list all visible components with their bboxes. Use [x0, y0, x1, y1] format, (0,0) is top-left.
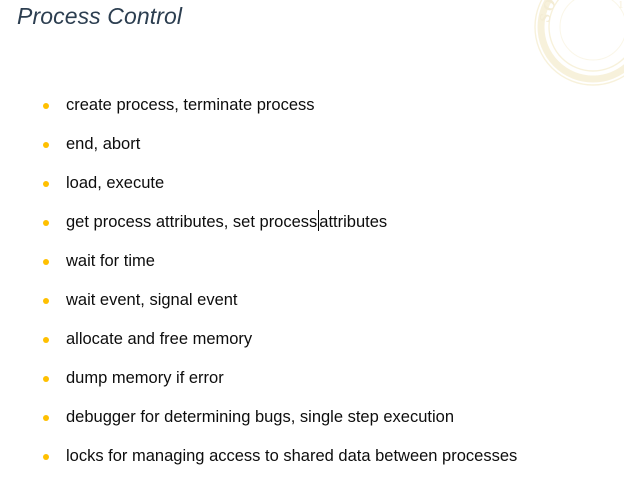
university-seal-watermark-icon: SOU 1: [532, 0, 624, 88]
list-item-label: dump memory if error: [66, 369, 224, 387]
list-item[interactable]: load, execute: [0, 164, 624, 203]
list-item[interactable]: debugger for determining bugs, single st…: [0, 398, 624, 437]
list-item-label: wait for time: [66, 252, 155, 270]
bullet-dot-icon: [43, 141, 49, 148]
svg-text:SOU: SOU: [537, 0, 569, 24]
bullet-dot-icon: [43, 297, 49, 304]
bullet-dot-icon: [43, 453, 49, 460]
list-item-label: locks for managing access to shared data…: [66, 447, 518, 465]
list-item[interactable]: create process, terminate process: [0, 86, 624, 125]
list-item-label-after-caret: attributes: [319, 213, 388, 231]
bullet-dot-icon: [43, 219, 49, 226]
list-item[interactable]: end, abort: [0, 125, 624, 164]
list-item-label: end, abort: [66, 135, 141, 153]
list-item-label: load, execute: [66, 174, 165, 192]
bullet-dot-icon: [43, 102, 49, 109]
list-item[interactable]: locks for managing access to shared data…: [0, 437, 624, 476]
list-item[interactable]: allocate and free memory: [0, 320, 624, 359]
bullet-dot-icon: [43, 180, 49, 187]
list-item-label: debugger for determining bugs, single st…: [66, 408, 454, 426]
list-item[interactable]: dump memory if error: [0, 359, 624, 398]
page-title: Process Control: [17, 3, 183, 29]
bullet-dot-icon: [43, 375, 49, 382]
bullet-dot-icon: [43, 336, 49, 343]
list-item-label: create process, terminate process: [66, 96, 315, 114]
list-item-label: wait event, signal event: [66, 291, 238, 309]
bullet-list[interactable]: create process, terminate process end, a…: [0, 86, 624, 476]
bullet-dot-icon: [43, 258, 49, 265]
text-insertion-caret: [317, 210, 319, 231]
list-item-label-before-caret: get process attributes, set process: [66, 213, 318, 231]
list-item-label: allocate and free memory: [66, 330, 253, 348]
list-item[interactable]: wait event, signal event: [0, 281, 624, 320]
svg-text:1: 1: [618, 0, 624, 11]
list-item[interactable]: wait for time: [0, 242, 624, 281]
bullet-dot-icon: [43, 414, 49, 421]
